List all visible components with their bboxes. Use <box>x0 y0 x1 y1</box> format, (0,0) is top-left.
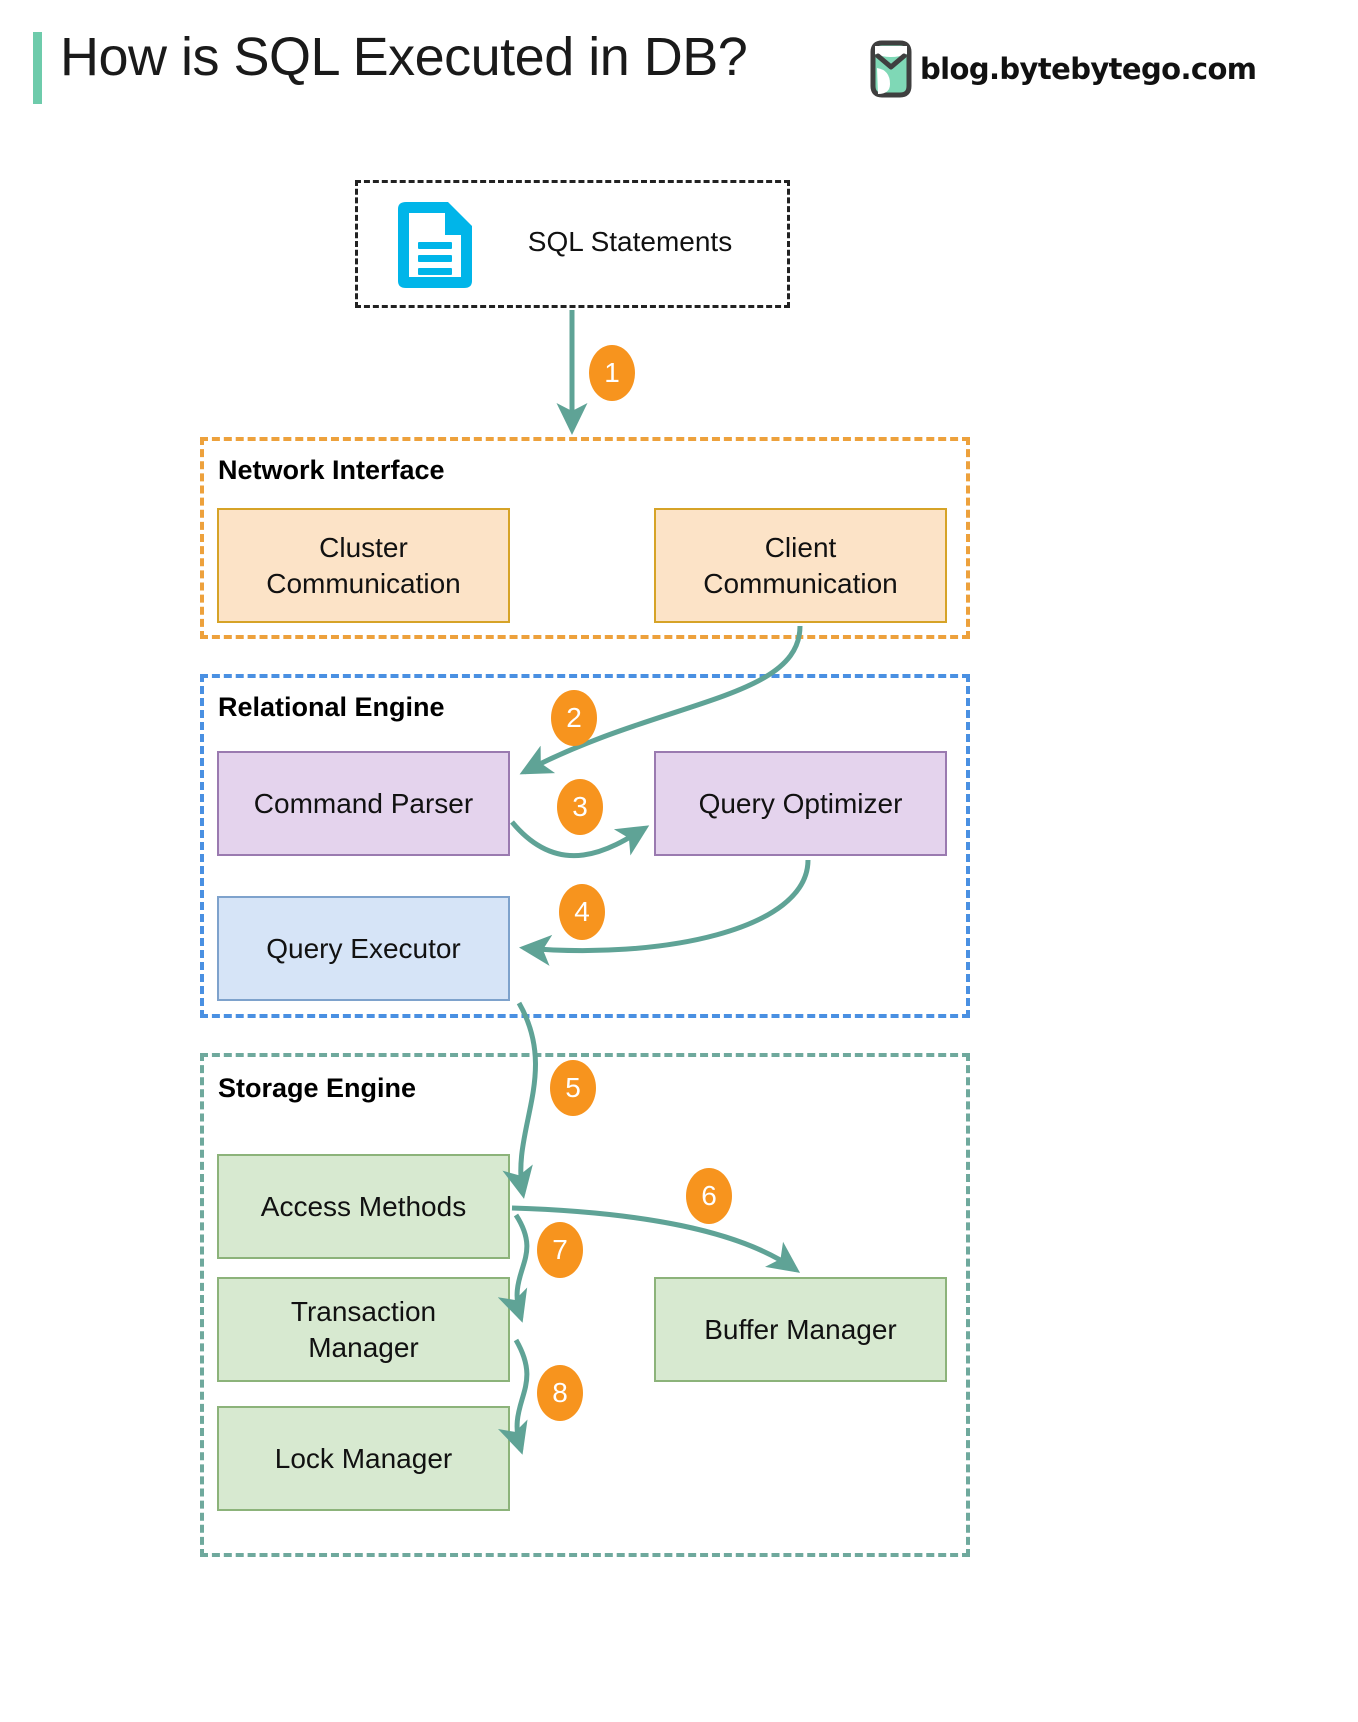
group-label-relational-engine: Relational Engine <box>218 692 445 722</box>
node-line-1: Client <box>764 532 837 564</box>
node-lock-manager[interactable]: Lock Manager <box>217 1406 510 1511</box>
group-label-storage-engine: Storage Engine <box>218 1073 417 1103</box>
node-line-1: Transaction <box>290 1296 437 1328</box>
title-accent-bar <box>33 32 42 104</box>
node-line-1: Cluster <box>319 532 408 564</box>
node-client-communication[interactable]: Client Communication <box>654 508 947 623</box>
brand-text: blog.bytebytego.com <box>920 52 1257 86</box>
step-badge-7: 7 <box>537 1222 583 1278</box>
step-badge-3: 3 <box>557 779 603 835</box>
node-command-parser[interactable]: Command Parser <box>217 751 510 856</box>
page-title: How is SQL Executed in DB? <box>60 27 748 87</box>
node-transaction-manager[interactable]: Transaction Manager <box>217 1277 510 1382</box>
group-storage-engine <box>200 1053 970 1557</box>
sql-statements-box <box>355 180 790 308</box>
node-query-executor[interactable]: Query Executor <box>217 896 510 1001</box>
step-badge-2: 2 <box>551 690 597 746</box>
step-badge-1: 1 <box>589 345 635 401</box>
node-query-optimizer[interactable]: Query Optimizer <box>654 751 947 856</box>
node-line-2: Manager <box>308 1331 419 1363</box>
page-header: How is SQL Executed in DB? blog.bytebyte… <box>0 0 1358 130</box>
step-badge-5: 5 <box>550 1060 596 1116</box>
brand-watermark: blog.bytebytego.com <box>868 40 1257 98</box>
sql-statements-label: SQL Statements <box>527 226 733 257</box>
group-label-network-interface: Network Interface <box>218 455 445 485</box>
step-badge-8: 8 <box>537 1365 583 1421</box>
step-badge-6: 6 <box>686 1168 732 1224</box>
node-line-2: Communication <box>266 567 461 599</box>
node-cluster-communication[interactable]: Cluster Communication <box>217 508 510 623</box>
bytebytego-logo-icon <box>870 40 912 98</box>
step-badge-4: 4 <box>559 884 605 940</box>
node-line-2: Communication <box>703 567 898 599</box>
node-buffer-manager[interactable]: Buffer Manager <box>654 1277 947 1382</box>
node-access-methods[interactable]: Access Methods <box>217 1154 510 1259</box>
document-icon <box>398 202 472 288</box>
